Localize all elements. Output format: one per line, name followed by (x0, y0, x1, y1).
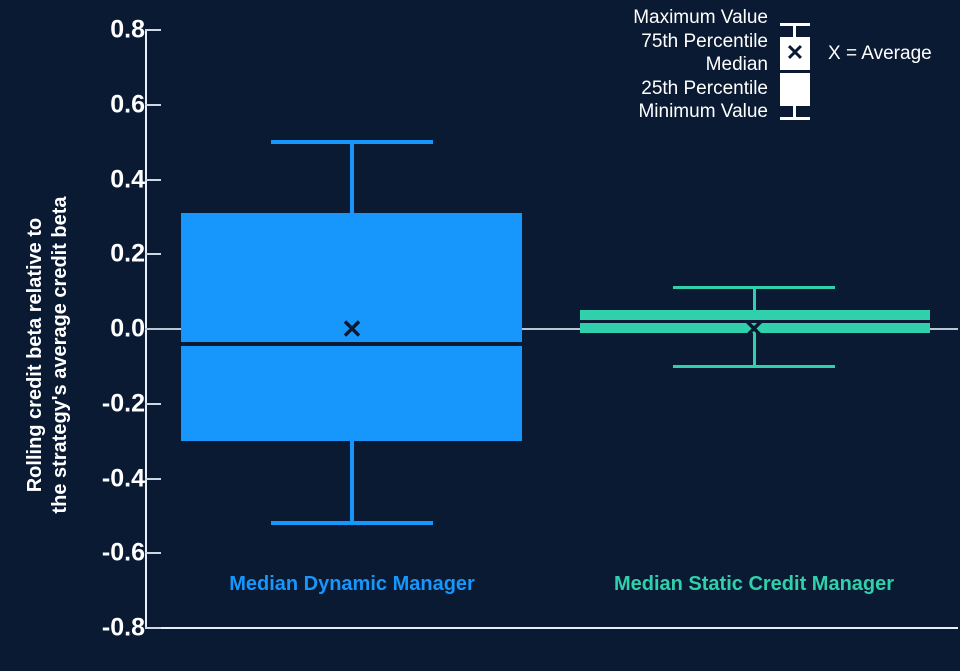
legend-label-minimum: Minimum Value (638, 101, 768, 122)
maximum-whisker-cap (271, 140, 433, 145)
legend-label-p75: 75th Percentile (641, 30, 768, 52)
legend-boxplot-icon: ✕ (772, 6, 818, 134)
zero-reference-line (145, 328, 958, 330)
y-axis-tick-label: -0.4 (101, 464, 145, 492)
minimum-whisker-cap (271, 521, 433, 526)
y-axis-tick (145, 627, 161, 629)
legend-min-cap (780, 117, 810, 120)
lower-whisker-stem (752, 332, 756, 367)
y-axis-tick (145, 103, 161, 106)
minimum-whisker-cap (673, 364, 835, 368)
y-axis-title: Rolling credit beta relative to the stra… (23, 145, 73, 565)
median-line (580, 320, 930, 324)
average-x-marker: ✕ (341, 314, 363, 344)
median-line (181, 341, 522, 346)
legend: Maximum Value 75th Percentile Median 25t… (600, 6, 955, 136)
y-axis-tick-label: -0.8 (101, 613, 145, 642)
legend-average-note: X = Average (828, 43, 932, 64)
y-axis-tick-label: -0.6 (101, 538, 145, 567)
y-axis-tick-label: 0.8 (110, 15, 145, 44)
category-label-static: Median Static Credit Manager (613, 573, 895, 595)
legend-median-line (780, 70, 810, 73)
average-x-marker: ✕ (743, 314, 765, 344)
legend-label-maximum: Maximum Value (633, 7, 768, 28)
x-axis-line (145, 627, 958, 629)
legend-label-median: Median (705, 54, 768, 75)
y-axis-tick-label: 0.4 (110, 165, 145, 193)
y-axis-tick-label: -0.2 (101, 389, 145, 418)
y-axis-tick (145, 178, 161, 181)
legend-upper-whisker (793, 23, 796, 37)
lower-whisker-stem (350, 441, 354, 524)
interquartile-box[interactable] (181, 213, 522, 442)
y-axis-tick (145, 253, 161, 256)
maximum-whisker-cap (673, 286, 835, 290)
upper-whisker-stem (350, 142, 354, 214)
legend-lower-whisker (793, 106, 796, 120)
upper-whisker-stem (752, 287, 756, 311)
legend-upper-box (780, 37, 810, 70)
y-axis-tick (145, 552, 161, 555)
y-axis-tick-label: 0.2 (110, 239, 145, 268)
y-axis-tick-label: 0.6 (110, 90, 145, 119)
y-axis-title-line-2: the strategy's average credit beta (49, 196, 71, 514)
legend-label-p25: 25th Percentile (641, 77, 768, 99)
y-axis-title-line-1: Rolling credit beta relative to (24, 217, 46, 493)
y-axis-tick (145, 402, 161, 405)
legend-label-list: Maximum Value 75th Percentile Median 25t… (600, 6, 768, 124)
y-axis-tick-label: 0.0 (110, 314, 145, 343)
legend-lower-box (780, 73, 810, 106)
y-axis-tick (145, 29, 161, 31)
y-axis-tick (145, 477, 161, 480)
legend-average-x-icon: ✕ (785, 40, 805, 65)
category-label-dynamic: Median Dynamic Manager (229, 573, 475, 595)
